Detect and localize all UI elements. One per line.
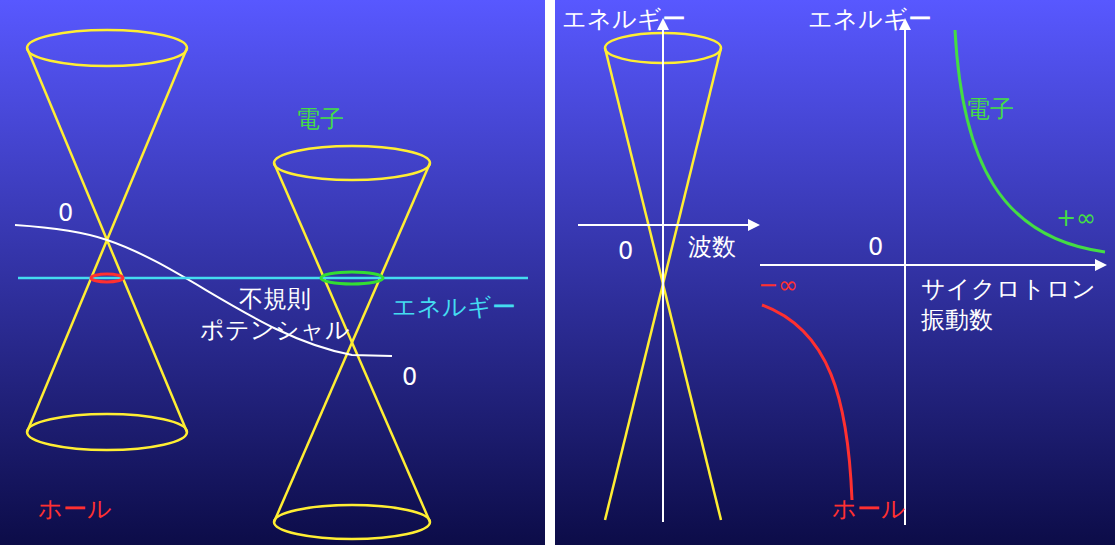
energy-label: エネルギー xyxy=(392,292,516,323)
axis-label: エネルギー xyxy=(808,4,932,35)
hole-label: ホール xyxy=(832,494,906,525)
hole-orbit xyxy=(91,274,123,282)
left-panel xyxy=(0,0,545,545)
zero-label: 0 xyxy=(402,362,417,393)
zero-label: 0 xyxy=(58,198,73,229)
wavenumber-axis xyxy=(578,224,758,226)
energy-axis xyxy=(662,20,664,522)
frequency-axis xyxy=(760,264,1105,266)
energy-axis xyxy=(904,20,906,525)
energy-line xyxy=(18,277,528,280)
hole-curve xyxy=(762,305,852,500)
electron-label: 電子 xyxy=(966,94,1014,125)
axis-label: サイクロトロン 振動数 xyxy=(921,274,1111,336)
infinity-label: +∞ xyxy=(1056,203,1096,234)
potential-curve xyxy=(15,225,392,356)
axis-label: エネルギー xyxy=(562,4,686,35)
potential-label: 不規則 ポテンシャル xyxy=(195,284,355,346)
zero-label: 0 xyxy=(618,236,633,267)
axis-label: 波数 xyxy=(688,232,736,263)
electron-curve xyxy=(955,30,1105,252)
electron-orbit xyxy=(321,272,383,284)
infinity-label: −∞ xyxy=(758,270,798,301)
electron-label: 電子 xyxy=(296,104,344,135)
hole-label: ホール xyxy=(38,494,112,525)
right-panel xyxy=(555,0,1115,545)
zero-label: 0 xyxy=(868,232,883,263)
